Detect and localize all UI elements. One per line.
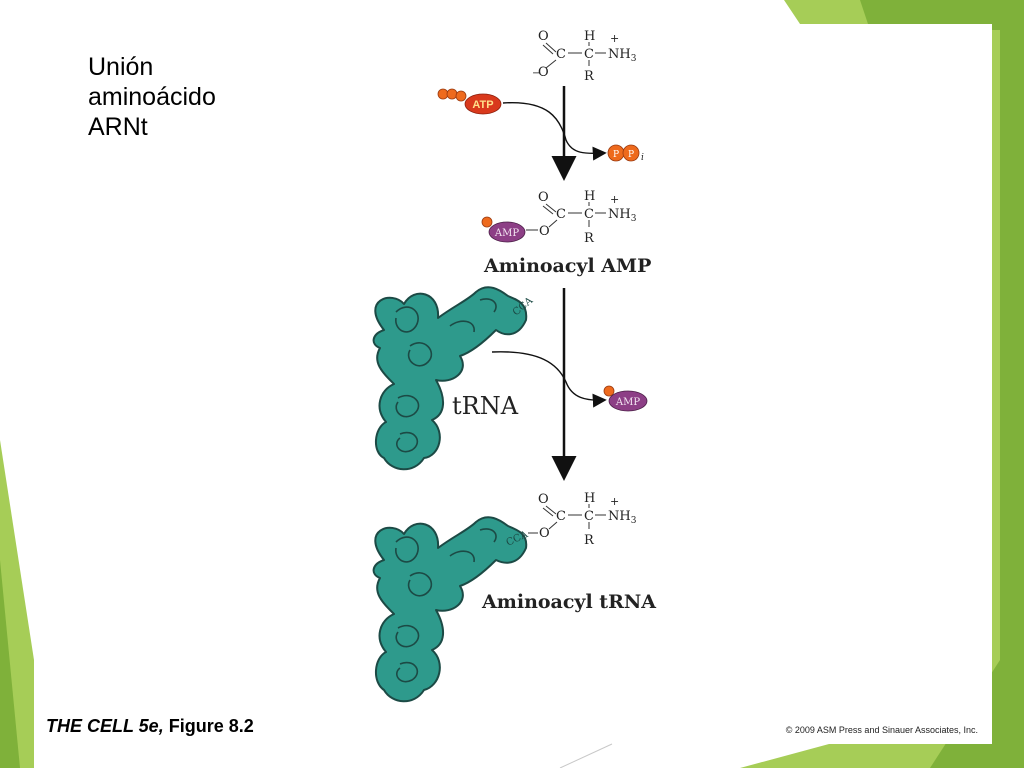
copyright-notice: © 2009 ASM Press and Sinauer Associates,… <box>785 725 978 735</box>
hydrogen-atom: H <box>584 189 595 204</box>
atp-ellipse <box>464 93 502 115</box>
trna-molecule <box>372 286 528 471</box>
side-chain-r: R <box>584 533 595 548</box>
alpha-carbon: C <box>584 207 594 222</box>
alpha-carbon: C <box>584 47 594 62</box>
ppi-subscript: i <box>641 153 644 163</box>
atp-input-arrow <box>502 102 607 161</box>
amp-label: AMP <box>494 228 519 239</box>
side-chain-r: R <box>584 231 595 246</box>
amino-group: NH3 <box>608 509 637 526</box>
slide-title: Unión aminoácido ARNt <box>88 52 216 142</box>
minus-sign: − <box>532 68 540 79</box>
aminoacyl-trna-label: Aminoacyl tRNA <box>481 591 656 613</box>
trna-label: tRNA <box>452 392 519 420</box>
phosphate-icon <box>603 385 615 397</box>
carbonyl-oxygen: O <box>538 190 549 205</box>
phosphate-icon <box>455 90 467 102</box>
decorative-line <box>559 743 613 768</box>
phosphate-icon <box>437 88 449 100</box>
carboxyl-carbon: C <box>556 509 566 524</box>
ppi-p-label: P <box>628 150 634 160</box>
ester-oxygen: O <box>539 526 550 541</box>
amp-ellipse <box>488 221 526 243</box>
pyrophosphate: P P i <box>607 144 644 163</box>
carboxyl-carbon: C <box>556 207 566 222</box>
aminoacyl-trna-structure: O O C H C R + NH3 <box>528 491 637 548</box>
trna-input-arrow <box>491 351 607 408</box>
side-chain-r: R <box>584 69 595 84</box>
alpha-carbon: C <box>584 509 594 524</box>
dark-green-frame-shape <box>860 0 1024 768</box>
caption-figure-number: Figure 8.2 <box>163 716 254 736</box>
slide-title-line-3: ARNt <box>88 113 148 141</box>
aminoacyl-amp-structure: AMP O O C H C R + NH3 <box>481 189 637 246</box>
amp-ellipse <box>608 390 648 412</box>
hydrogen-atom: H <box>584 491 595 506</box>
amino-group: NH3 <box>608 47 637 64</box>
atp-label: ATP <box>472 99 493 111</box>
trna-loops <box>395 298 497 453</box>
carbonyl-oxygen: O <box>538 492 549 507</box>
dark-green-left-shape <box>0 560 20 768</box>
content-panel <box>34 24 992 744</box>
released-amp: AMP <box>603 385 648 412</box>
carbonyl-oxygen: O <box>538 29 549 44</box>
amino-acid-structure: O C − O H C R + NH3 <box>532 29 637 84</box>
carboxyl-carbon: C <box>556 47 566 62</box>
plus-sign: + <box>610 193 619 206</box>
ppi-p-label: P <box>613 150 619 160</box>
caption-book-title: THE CELL 5e, <box>46 716 164 736</box>
amp-label: AMP <box>615 397 640 408</box>
aminoacyl-trna-molecule <box>372 516 528 703</box>
carboxylate-oxygen: O <box>538 65 549 80</box>
atp-molecule: ATP <box>437 88 502 115</box>
aminoacyl-trna-loops <box>395 528 497 683</box>
figure-caption: THE CELL 5e, Figure 8.2 <box>46 716 254 737</box>
aminoacyl-amp-label: Aminoacyl AMP <box>483 255 651 277</box>
ester-oxygen: O <box>539 224 550 239</box>
phosphate-icon <box>622 144 640 162</box>
slide-title-line-2: aminoácido <box>88 83 216 111</box>
plus-sign: + <box>610 495 619 508</box>
phosphate-icon <box>446 88 458 100</box>
phosphate-icon <box>481 216 493 228</box>
amino-group: NH3 <box>608 207 637 224</box>
hydrogen-atom: H <box>584 29 595 44</box>
plus-sign: + <box>610 32 619 45</box>
slide-title-line-1: Unión <box>88 53 154 81</box>
